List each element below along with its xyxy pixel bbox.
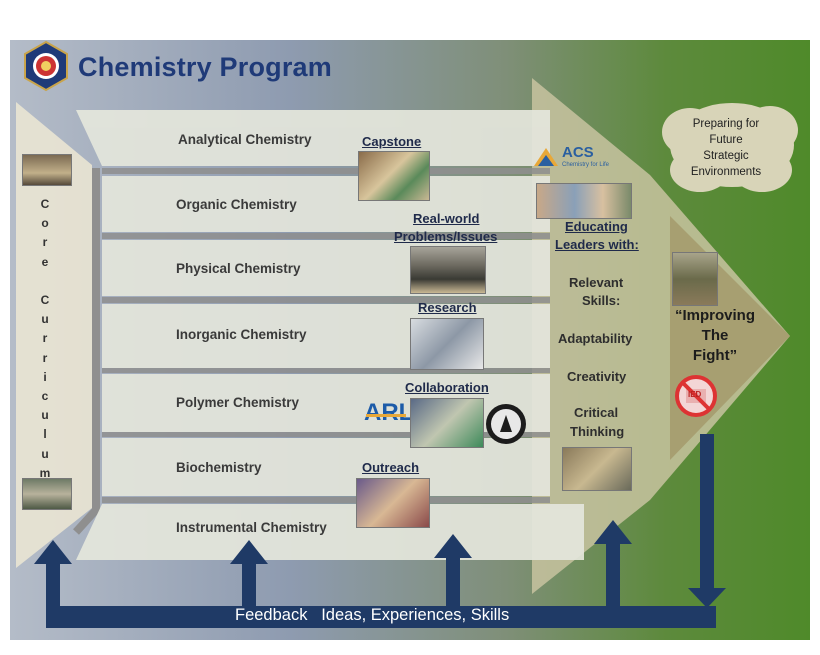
core-letter: C [40, 293, 50, 307]
core-letter: u [41, 408, 49, 423]
course-bands [76, 110, 584, 560]
core-letter: r [42, 331, 48, 346]
core-letter: i [43, 369, 47, 384]
cloud-line2: Future [709, 134, 743, 146]
fight-line3: Fight” [692, 347, 738, 364]
section-capstone: Capstone [362, 134, 422, 149]
section-collaboration: Collaboration [405, 380, 489, 395]
academy-seal [24, 40, 68, 92]
core-letter: l [43, 427, 47, 442]
core-letter: r [42, 235, 48, 250]
realworld-photo [410, 246, 486, 294]
section-realworld-line2: Problems/Issues [394, 229, 498, 244]
core-photo-bottom [22, 478, 72, 510]
core-letter: m [39, 465, 51, 480]
acs-tagline: Chemistry for Life [562, 162, 610, 168]
core-letter: r [42, 350, 48, 365]
fight-line1: “Improving [674, 307, 755, 324]
core-photo-top [22, 154, 72, 186]
collaboration-photo [410, 398, 484, 448]
skills-line2: Skills: [582, 293, 621, 308]
section-outreach: Outreach [362, 460, 420, 475]
skill-critical-line1: Critical [574, 405, 619, 420]
course-organic: Organic Chemistry [176, 197, 297, 212]
band-analytical [76, 110, 550, 166]
band-separators [102, 168, 550, 503]
capstone-photo [358, 151, 430, 201]
course-biochemistry: Biochemistry [176, 460, 262, 475]
improving-the-fight: “Improving The Fight” [665, 306, 765, 366]
core-letter: C [40, 197, 50, 211]
acs-group-photo [536, 183, 632, 219]
core-curriculum-bar [16, 102, 92, 568]
diagram-shapes: ARL [16, 40, 798, 628]
course-analytical: Analytical Chemistry [178, 132, 312, 147]
field-photo [562, 447, 632, 491]
page-title: Chemistry Program [78, 52, 332, 82]
soldier-photo [672, 252, 718, 306]
cloud-line3: Strategic [703, 150, 749, 162]
svg-text:ARL: ARL [364, 399, 413, 426]
ied-label: IED [688, 390, 702, 399]
skill-critical-line2: Thinking [570, 424, 625, 439]
course-inorganic: Inorganic Chemistry [176, 327, 307, 342]
research-photo [410, 318, 484, 370]
feedback-arrows [34, 434, 726, 628]
no-ied-icon [675, 375, 717, 417]
leaders-line1: Educating [565, 219, 628, 234]
arl-logo: ARL [364, 399, 413, 426]
core-letter: u [41, 312, 49, 327]
fight-line2: The [701, 327, 729, 344]
section-research: Research [418, 300, 477, 315]
section-realworld-line1: Real-world [413, 211, 480, 226]
emblem-logo [486, 404, 526, 444]
band-connector [73, 168, 100, 535]
skill-creativity: Creativity [567, 369, 627, 384]
cloud-shape [662, 103, 798, 192]
band-organic [102, 176, 550, 232]
core-letter: c [41, 389, 49, 403]
course-physical: Physical Chemistry [176, 261, 301, 276]
core-letter: e [41, 254, 49, 269]
cloud-text: Preparing for Future Strategic Environme… [676, 116, 776, 180]
skills-line1: Relevant [569, 275, 624, 290]
feedback-label: Feedback Ideas, Experiences, Skills [235, 606, 510, 624]
band-instrumental [76, 504, 584, 560]
acs-logo-text: ACS [562, 144, 594, 161]
course-polymer: Polymer Chemistry [176, 395, 300, 410]
cloud-line1: Preparing for [692, 118, 760, 130]
outreach-photo [356, 478, 430, 528]
leaders-line2: Leaders with: [555, 237, 639, 252]
core-letter: u [41, 446, 49, 461]
core-letter: o [41, 216, 49, 231]
course-instrumental: Instrumental Chemistry [176, 520, 327, 535]
skill-adaptability: Adaptability [558, 331, 633, 346]
cloud-line4: Environments [690, 166, 762, 178]
acs-logo-mark [534, 148, 558, 166]
